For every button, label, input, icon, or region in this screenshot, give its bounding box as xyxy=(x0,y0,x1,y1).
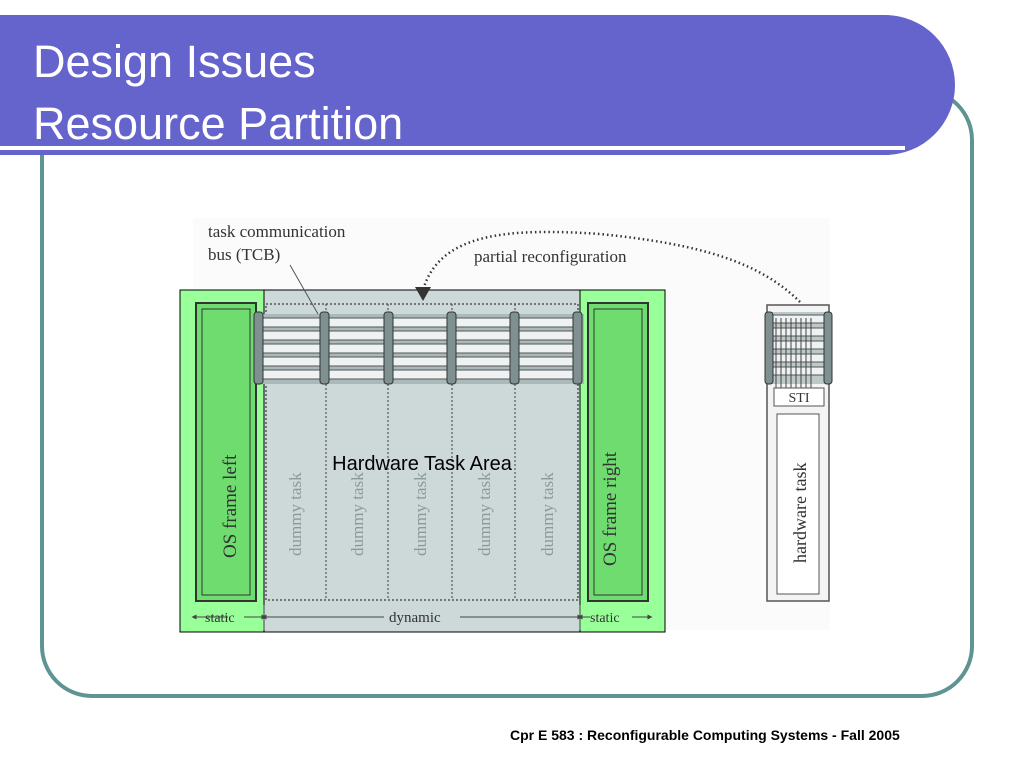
bus-connectors xyxy=(253,311,583,385)
dummy-task-label: dummy task xyxy=(348,472,367,556)
tcb-pointer-line xyxy=(289,264,319,315)
os-frame-left-inner xyxy=(201,308,251,596)
hardware-task-module xyxy=(764,304,833,602)
title-banner: Design Issues Resource Partition xyxy=(0,15,955,155)
task-communication-bus xyxy=(256,314,584,384)
dummy-task-label: dummy task xyxy=(411,472,430,556)
dummy-task-label: dummy task xyxy=(538,472,557,556)
static-left-label: static xyxy=(205,611,235,626)
tcb-label-line1: task communication xyxy=(208,222,346,241)
hardware-task-area-label: Hardware Task Area xyxy=(332,453,513,475)
slide-footer: Cpr E 583 : Reconfigurable Computing Sys… xyxy=(510,727,900,743)
os-frame-left-box xyxy=(195,302,257,602)
hardware-task-label: hardware task xyxy=(790,463,810,563)
title-underline xyxy=(0,146,905,150)
static-right-label: static xyxy=(590,611,620,626)
os-frame-left-label: OS frame left xyxy=(220,454,241,558)
slide-subtitle: Resource Partition xyxy=(33,98,404,149)
tcb-label-line2: bus (TCB) xyxy=(208,245,280,264)
partial-reconfiguration-label: partial reconfiguration xyxy=(474,247,627,266)
partial-reconfiguration-arrow xyxy=(421,230,801,303)
slide-title: Design Issues xyxy=(33,36,316,87)
dynamic-dotted-border xyxy=(265,303,579,601)
dummy-task-label: dummy task xyxy=(475,472,494,556)
sti-label: STI xyxy=(789,391,810,406)
partial-reconfiguration-arrowhead xyxy=(415,287,431,301)
dummy-task-label: dummy task xyxy=(286,472,305,556)
dynamic-label: dynamic xyxy=(389,610,441,626)
os-frame-right-inner xyxy=(593,308,643,596)
os-frame-right-label: OS frame right xyxy=(600,451,621,566)
os-frame-right-box xyxy=(587,302,649,602)
